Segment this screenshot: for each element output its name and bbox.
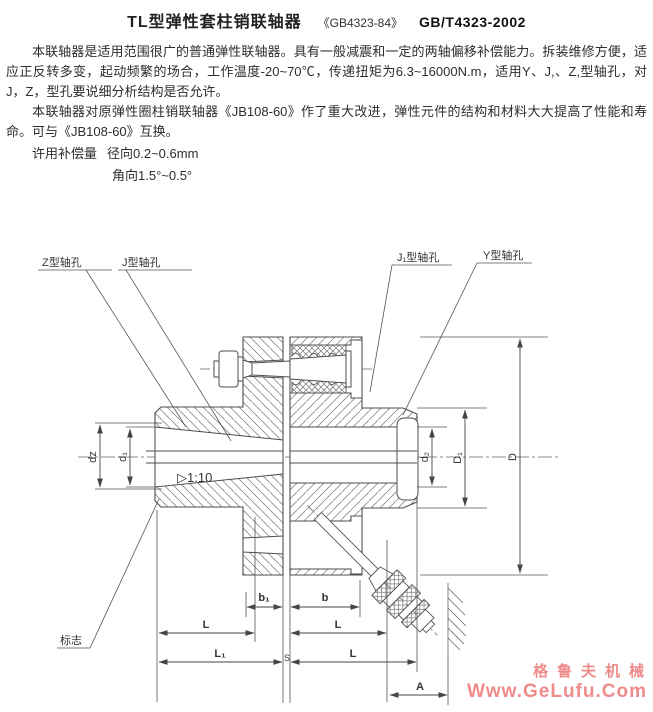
dim-dz: dz [87,451,99,463]
dim-S: S [284,653,290,663]
compensation-angular-line: 角向1.5°~0.5° [112,166,647,186]
compensation-angular: 角向1.5°~0.5° [112,168,193,183]
technical-drawing: dz d₁ d₂ D₁ D ▷1:10 b₁ b L L L₁ L S A Z型… [38,248,560,705]
dim-A: A [416,681,424,693]
dim-D1: D₁ [452,452,464,464]
dim-L1: L₁ [214,648,226,660]
exploded-pin-assembly [307,505,438,636]
intro-paragraph-1: 本联轴器是适用范围很广的普通弹性联轴器。具有一般减震和一定的两轴偏移补偿能力。拆… [6,44,647,99]
watermark: 格鲁夫机械 Www.GeLufu.Com [467,662,647,702]
dim-b: b [322,592,329,604]
callout-y-bore: Y型轴孔 [483,248,523,262]
dim-d1: d₁ [117,452,129,462]
compensation-radial: 径向0.2~0.6mm [107,146,199,161]
dimension-lines [97,338,523,698]
dim-D: D [507,453,519,461]
left-hub-section [154,336,284,576]
standard-new-label: GB/T4323-2002 [419,14,526,30]
callout-mark: 标志 [60,633,82,647]
watermark-company: 格鲁夫机械 [532,663,653,680]
watermark-url: Www.GeLufu.Com [466,681,647,702]
callout-z-bore: Z型轴孔 [42,255,82,269]
page-title: TL型弹性套柱销联轴器 [127,14,302,31]
callout-j-bore: J型轴孔 [122,255,161,269]
extension-lines [95,336,548,705]
pin-bolt [213,350,352,388]
callouts: Z型轴孔 J型轴孔 J₁型轴孔 Y型轴孔 标志 [38,248,532,649]
dim-L-right1: L [335,619,342,631]
intro-paragraph-2: 本联轴器对原弹性圈柱销联轴器《JB108-60》作了重大改进，弹性元件的结构和材… [6,104,647,139]
dim-b1: b₁ [258,592,270,604]
compensation-lead: 许用补偿量 [32,146,98,161]
pilot-bore-lines [146,450,417,464]
dimension-labels: dz d₁ d₂ D₁ D ▷1:10 b₁ b L L L₁ L S A [87,451,519,693]
header: TL型弹性套柱销联轴器 《GB4323-84》 GB/T4323-2002 [0,8,653,32]
dim-L-left: L [203,619,210,631]
intro-text: 本联轴器是适用范围很广的普通弹性联轴器。具有一般减震和一定的两轴偏移补偿能力。拆… [6,42,647,186]
dim-d2: d₂ [419,452,431,462]
taper-label: ▷1:10 [177,470,212,485]
standard-old-label: 《GB4323-84》 [317,16,404,30]
dim-L-right2: L [350,648,357,660]
corner-section-hatch [447,583,467,652]
compensation-radial-line: 许用补偿量径向0.2~0.6mm [32,144,647,164]
callout-j1-bore: J₁型轴孔 [397,250,439,264]
